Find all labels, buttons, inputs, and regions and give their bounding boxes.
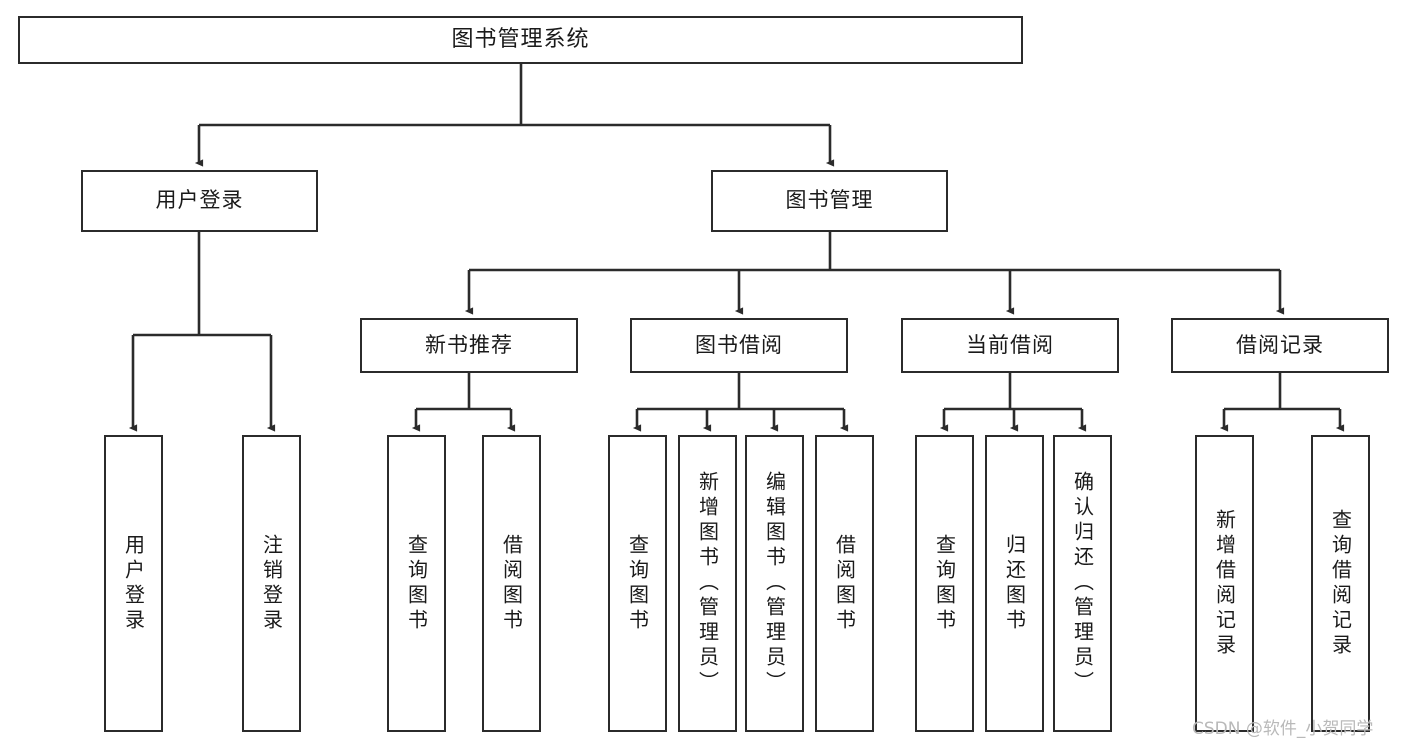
leaf-query-book-current[interactable]: 查询图书	[915, 435, 974, 732]
node-new-book-recommend-label: 新书推荐	[425, 332, 513, 357]
leaf-query-book-recommend[interactable]: 查询图书	[387, 435, 446, 732]
node-borrow-record[interactable]: 借阅记录	[1171, 318, 1389, 373]
node-book-manage-label: 图书管理	[785, 188, 874, 213]
leaf-add-borrow-record[interactable]: 新增借阅记录	[1195, 435, 1254, 732]
node-book-borrow[interactable]: 图书借阅	[630, 318, 848, 373]
leaf-query-book-recommend-label: 查询图书	[404, 533, 429, 634]
node-user-login[interactable]: 用户登录	[81, 170, 318, 232]
node-user-login-label: 用户登录	[155, 188, 244, 213]
node-root-system[interactable]: 图书管理系统	[18, 16, 1023, 64]
leaf-user-login[interactable]: 用户登录	[104, 435, 163, 732]
leaf-confirm-return-admin-label: 确认归还（管理员）	[1070, 471, 1095, 696]
leaf-query-book-current-label: 查询图书	[932, 533, 957, 634]
node-book-manage[interactable]: 图书管理	[711, 170, 948, 232]
leaf-logout[interactable]: 注销登录	[242, 435, 301, 732]
leaf-add-borrow-record-label: 新增借阅记录	[1212, 508, 1237, 659]
leaf-query-book-borrow[interactable]: 查询图书	[608, 435, 667, 732]
node-root-system-label: 图书管理系统	[451, 26, 590, 52]
leaf-query-borrow-record-label: 查询借阅记录	[1328, 508, 1353, 659]
leaf-add-book-admin[interactable]: 新增图书（管理员）	[678, 435, 737, 732]
leaf-add-book-admin-label: 新增图书（管理员）	[695, 471, 720, 696]
leaf-query-borrow-record[interactable]: 查询借阅记录	[1311, 435, 1370, 732]
node-current-borrow-label: 当前借阅	[966, 332, 1054, 357]
leaf-borrow-book-borrow-label: 借阅图书	[832, 533, 857, 634]
leaf-return-book-label: 归还图书	[1002, 533, 1027, 634]
node-current-borrow[interactable]: 当前借阅	[901, 318, 1119, 373]
csdn-watermark: CSDN @软件_小贺同学	[1192, 719, 1374, 739]
node-borrow-record-label: 借阅记录	[1236, 332, 1324, 357]
leaf-borrow-book-recommend[interactable]: 借阅图书	[482, 435, 541, 732]
leaf-edit-book-admin[interactable]: 编辑图书（管理员）	[745, 435, 804, 732]
leaf-user-login-label: 用户登录	[121, 533, 146, 634]
node-new-book-recommend[interactable]: 新书推荐	[360, 318, 578, 373]
leaf-logout-label: 注销登录	[259, 533, 284, 634]
leaf-confirm-return-admin[interactable]: 确认归还（管理员）	[1053, 435, 1112, 732]
leaf-query-book-borrow-label: 查询图书	[625, 533, 650, 634]
leaf-borrow-book-borrow[interactable]: 借阅图书	[815, 435, 874, 732]
leaf-borrow-book-recommend-label: 借阅图书	[499, 533, 524, 634]
leaf-edit-book-admin-label: 编辑图书（管理员）	[762, 471, 787, 696]
node-book-borrow-label: 图书借阅	[695, 332, 783, 357]
leaf-return-book[interactable]: 归还图书	[985, 435, 1044, 732]
